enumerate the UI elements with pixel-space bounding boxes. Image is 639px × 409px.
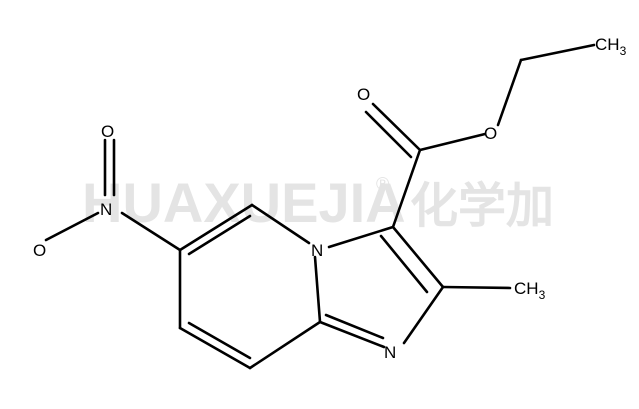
bond-c3-n4 [327,225,395,249]
atom-o-ester: O [484,124,497,143]
bond-o-ester-carbonyl-c [418,132,487,152]
atom-o-carbonyl: O [357,85,370,104]
atom-o-nitro-left: O [33,241,46,260]
bond-n4-c8a [313,255,322,324]
bond-ch2-o-ester [496,58,523,127]
bond-c8-c8a [248,320,322,370]
atom-ch3-ethyl: CH3 [595,35,627,58]
bond-carbonyl-c3 [391,148,422,229]
bond-lines [44,43,596,370]
bond-c5-c6-inner [187,214,252,256]
bond-carbonyl-double-2 [364,110,413,159]
watermark: HUAXUEJIA ® 化学加 [82,171,554,234]
watermark-chinese-text: 化学加 [410,178,554,234]
atom-labels: O O O O N N N CH3 CH3 [33,35,627,362]
bond-c3-c2 [391,225,445,289]
bond-c7-c8-inner [187,321,252,360]
atom-ch3-methyl: CH3 [514,279,546,302]
bond-c6-n-nitro [120,211,182,252]
atom-o-nitro-top: O [101,122,114,141]
watermark-latin-text: HUAXUEJIA [82,171,406,234]
atom-n-nitro: N [100,200,112,219]
bond-n1-c8a-inner [324,313,385,340]
atom-n-bridgehead: N [311,241,323,260]
bond-n-o-left [44,211,100,242]
bond-c2-n1 [402,285,445,345]
bond-n4-c5 [250,203,311,245]
bond-c7-c8 [178,326,252,370]
bond-ch3-ch2 [519,43,596,62]
watermark-registered-mark: ® [376,174,389,194]
bond-c3-c2-inner [379,234,429,294]
bond-n1-c8a [318,320,386,349]
atom-n-imine: N [384,343,396,362]
bond-carbonyl-double-1 [371,102,422,152]
bond-c5-c6 [178,203,254,252]
bond-c2-methyl [441,285,512,290]
